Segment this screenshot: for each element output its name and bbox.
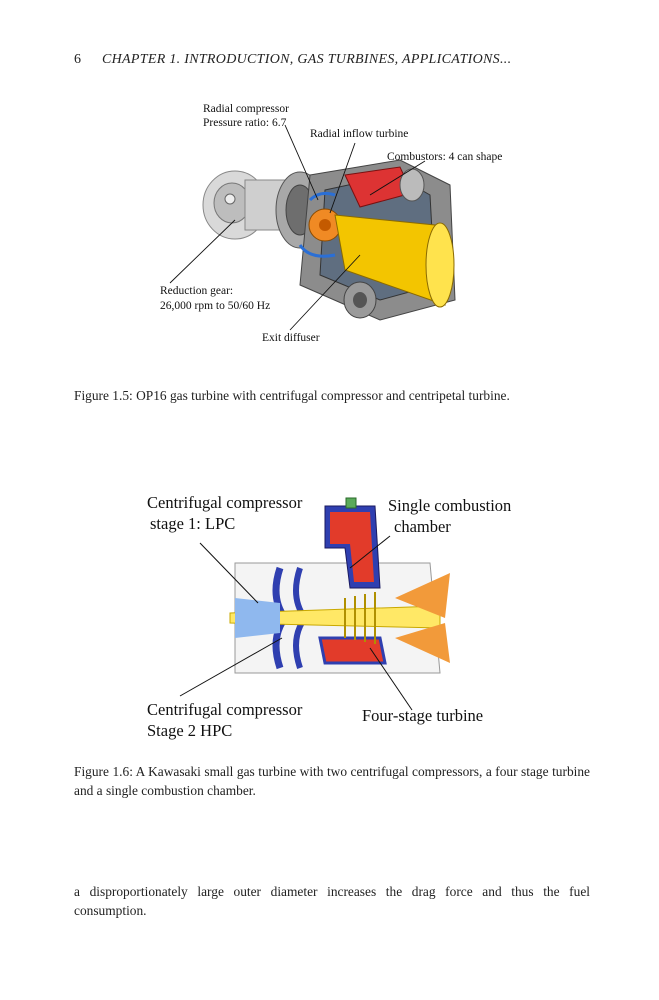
running-title: CHAPTER 1. INTRODUCTION, GAS TURBINES, A… (102, 52, 512, 67)
label-pressure-ratio: Pressure ratio: 6.7 (203, 117, 287, 129)
label-radial-inflow-turbine: Radial inflow turbine (310, 128, 409, 140)
label-rpm: 26,000 rpm to 50/60 Hz (160, 300, 271, 312)
figure-op16-gas-turbine: Radial compressor Pressure ratio: 6.7 Ra… (150, 95, 530, 355)
label-reduction-gear: Reduction gear: (160, 285, 234, 297)
label-exit-diffuser: Exit diffuser (262, 332, 320, 344)
label-combustion-line2: chamber (394, 517, 451, 536)
label-hpc-line2: Stage 2 HPC (147, 721, 233, 740)
body-paragraph: a disproportionately large outer diamete… (74, 884, 590, 918)
label-four-stage-turbine: Four-stage turbine (362, 706, 484, 725)
label-combustors: Combustors: 4 can shape (387, 151, 503, 163)
running-header: 6 CHAPTER 1. INTRODUCTION, GAS TURBINES, … (74, 52, 594, 72)
label-lpc-line2: stage 1: LPC (150, 514, 236, 533)
page-number: 6 (74, 52, 82, 67)
op16-cutaway-illustration (169, 124, 456, 331)
label-combustion-line1: Single combustion (388, 496, 512, 515)
label-lpc-line1: Centrifugal compressor (147, 493, 303, 512)
figure-1-6-caption: Figure 1.6: A Kawasaki small gas turbine… (74, 764, 590, 798)
kawasaki-cross-section-diagram (179, 497, 450, 711)
label-hpc-line1: Centrifugal compressor (147, 700, 303, 719)
figure-1-5-caption: Figure 1.5: OP16 gas turbine with centri… (74, 388, 510, 403)
label-radial-compressor: Radial compressor (203, 103, 289, 115)
figure-kawasaki-gas-turbine: Centrifugal compressor stage 1: LPC Sing… (140, 488, 512, 743)
